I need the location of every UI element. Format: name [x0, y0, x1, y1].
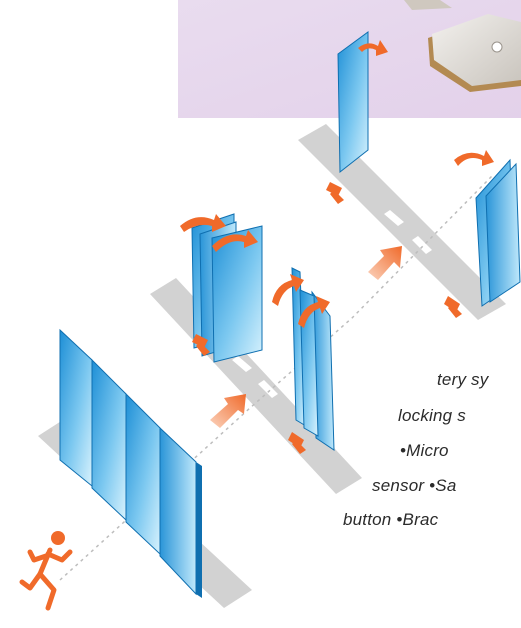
orange-direction-arrow-icon [210, 394, 246, 428]
caption-line-4: sensor •Sa [372, 476, 457, 496]
caption-line-1: tery sy [437, 370, 488, 390]
door-panel-group-1 [60, 330, 202, 598]
caption-line-2: locking s [398, 406, 466, 426]
running-person-icon [22, 531, 70, 608]
caption-line-5: button •Brac [343, 510, 438, 530]
orange-direction-arrow-icon [368, 246, 402, 280]
caption-line-3: •Micro [400, 441, 449, 461]
